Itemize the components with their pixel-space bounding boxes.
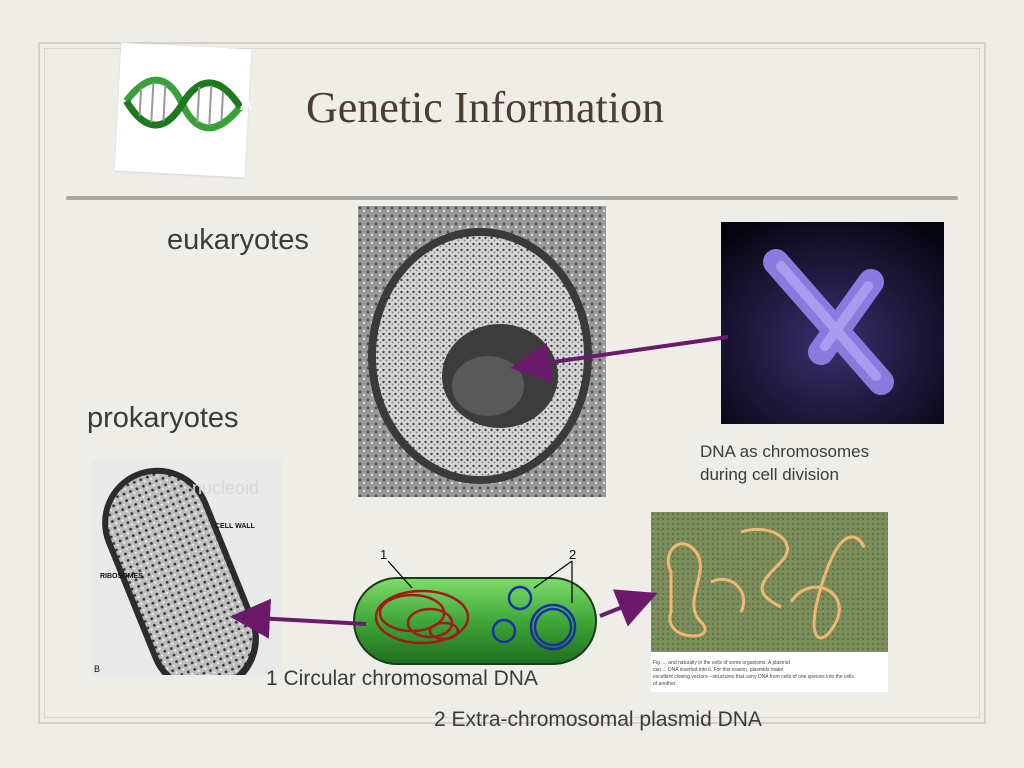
dna-logo-image [114, 42, 252, 178]
logo-letter: A [240, 94, 253, 114]
chromosomes-caption-line1: DNA as chromosomes [700, 442, 870, 461]
nucleoid-label: nucleoid [192, 478, 260, 498]
caption-line-2: can ... DNA inserted into it. For this r… [653, 667, 783, 673]
caption-line-1: Fig. ... and naturally in the cells of s… [653, 660, 790, 666]
ribosomes-label: RIBOSOMES [100, 573, 143, 580]
bacterial-cell-diagram: 1 2 [350, 545, 600, 665]
circular-chromosome-icon [374, 589, 470, 645]
caption-line-4: of another. [653, 681, 677, 687]
panel-letter: B [94, 664, 100, 674]
slide-frame-inner [44, 48, 980, 718]
chromosomes-caption-line2: during cell division [700, 465, 839, 484]
slide-title: Genetic Information [306, 83, 664, 132]
chromosomes-caption: DNA as chromosomes during cell division [700, 440, 920, 486]
prokaryotes-label: prokaryotes [87, 402, 239, 434]
chromosome-image [721, 222, 944, 424]
plasmid-dna-label: 2 Extra-chromosomal plasmid DNA [434, 708, 762, 731]
marker-2: 2 [569, 547, 576, 562]
plasmid-micrograph: Fig. ... and naturally in the cells of s… [651, 512, 888, 692]
slide-frame-outer [38, 42, 986, 724]
eukaryotes-label: eukaryotes [167, 224, 309, 256]
cell-wall-label: CELL WALL [215, 523, 256, 530]
marker-1: 1 [380, 547, 387, 562]
title-divider [66, 196, 958, 200]
caption-line-3: excellent cloning vectors—structures tha… [653, 674, 854, 680]
plasmid-icon [491, 585, 577, 651]
eukaryotic-nucleus-micrograph [358, 206, 606, 497]
dna-helix-icon [123, 76, 244, 132]
bacterium-micrograph: CELL WALL RIBOSOMES B [92, 460, 282, 675]
circular-dna-label: 1 Circular chromosomal DNA [266, 667, 538, 690]
